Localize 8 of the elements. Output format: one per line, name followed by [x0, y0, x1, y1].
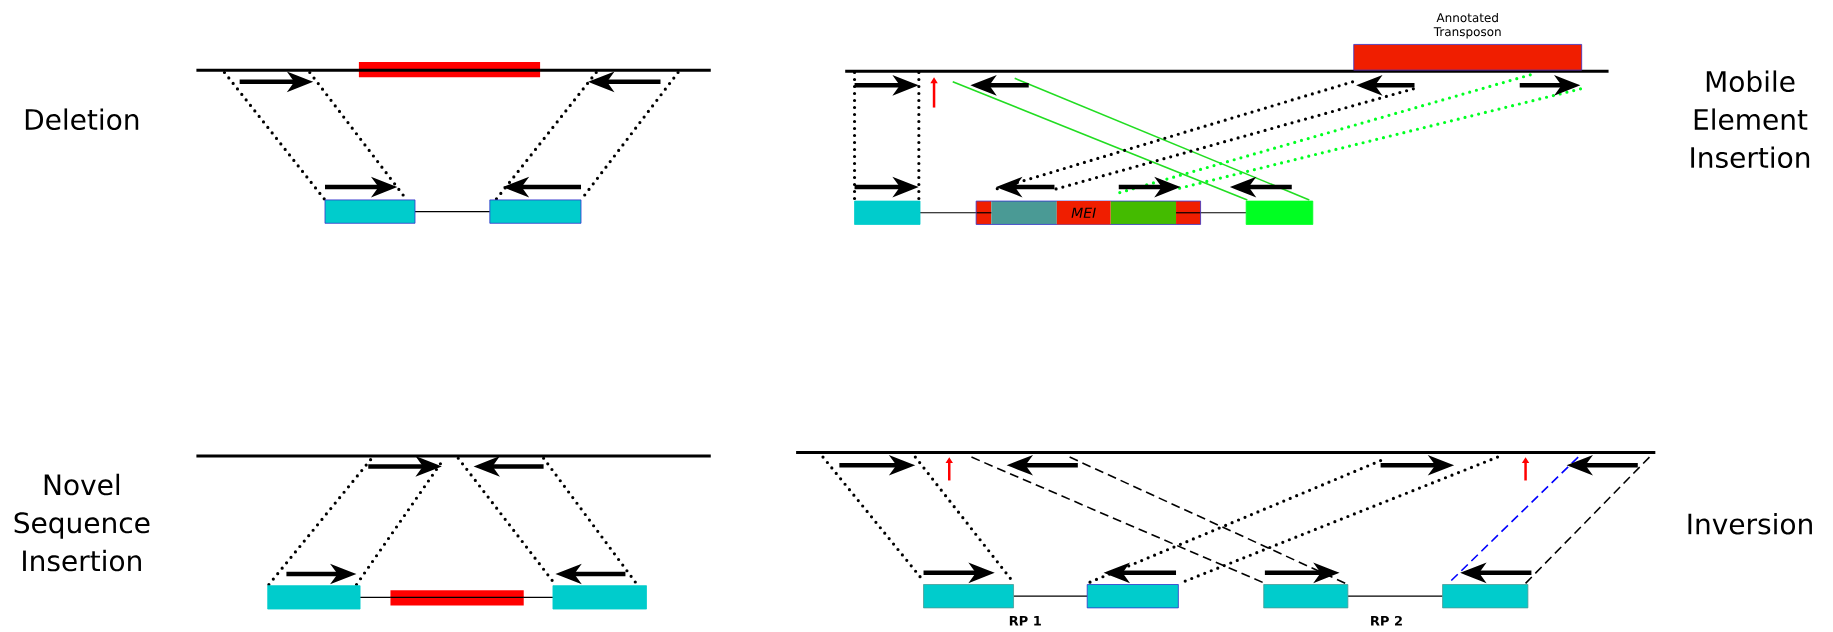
transposon-box: Annotated Transposon — [1353, 12, 1583, 71]
region-label: RP 2 — [1371, 615, 1402, 626]
region-label: RP 1 — [1009, 615, 1041, 626]
panel-title: Inversion — [1688, 512, 1812, 535]
node-label: Annotated Transposon — [1433, 12, 1501, 39]
panel-title: Deletion — [25, 108, 139, 130]
panel-title: Mobile Element Insertion — [1691, 70, 1810, 168]
panel-title: Novel Sequence Insertion — [14, 473, 150, 572]
